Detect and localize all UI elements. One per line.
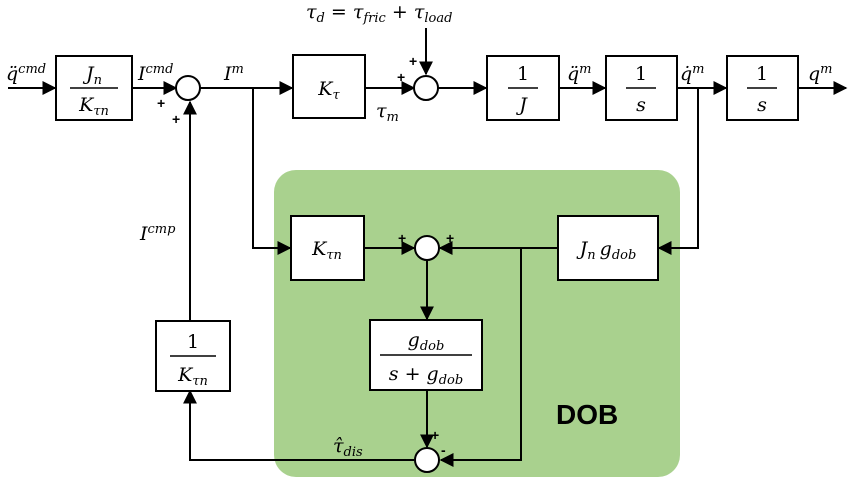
svg-text:Jn: Jn: [82, 63, 102, 88]
summing-junction-dob-output: [414, 447, 440, 473]
summing-junction-dob-input: [414, 235, 440, 261]
sign: +: [397, 69, 405, 85]
sign: -: [441, 442, 446, 458]
label-qdd-cmd: q̈cmd: [6, 62, 46, 85]
svg-text:1: 1: [517, 63, 529, 85]
sign: +: [172, 111, 180, 127]
label-tau-d: τd = τfric + τload: [306, 1, 452, 26]
svg-text:Kτ: Kτ: [317, 78, 340, 103]
label-i-cmp: Icmp: [139, 222, 176, 245]
sign: +: [446, 230, 454, 246]
sign: +: [157, 95, 165, 111]
svg-text:J: J: [515, 94, 528, 116]
label-i-m: Im: [223, 62, 244, 85]
label-qdd-m: q̈m: [567, 62, 592, 85]
svg-text:gdob: gdob: [408, 329, 445, 354]
block-inverse-nominal-torque-constant: 1 Kτn: [155, 320, 231, 392]
label-qd-m: q̇m: [680, 62, 705, 85]
svg-text:1: 1: [187, 331, 199, 353]
svg-text:s: s: [636, 94, 646, 116]
summing-junction-torque: [413, 75, 439, 101]
block-integrator-1: 1 s: [605, 55, 678, 121]
label-tau-m: τm: [376, 100, 399, 125]
summing-junction-current: [175, 75, 201, 101]
sign: +: [409, 53, 417, 69]
block-nominal-torque-constant: Kτn: [290, 215, 365, 281]
svg-text:1: 1: [635, 63, 647, 85]
label-q-m: qm: [808, 62, 833, 85]
svg-text:s + gdob: s + gdob: [389, 363, 463, 388]
block-inverse-model: Jn Kτn: [55, 55, 133, 121]
signal-wires: [8, 28, 848, 467]
sign: +: [398, 230, 406, 246]
svg-text:1: 1: [756, 63, 768, 85]
dob-label: DOB: [556, 399, 618, 430]
label-i-cmd: Icmd: [137, 62, 173, 85]
block-torque-constant: Kτ: [292, 54, 366, 119]
block-integrator-2: 1 s: [726, 55, 799, 121]
svg-text:Kτn: Kτn: [177, 364, 208, 389]
block-inverse-inertia: 1 J: [486, 55, 560, 121]
sign: +: [431, 427, 439, 443]
svg-text:Kτn: Kτn: [78, 94, 109, 119]
svg-text:s: s: [757, 94, 767, 116]
block-lowpass-filter: gdob s + gdob: [369, 319, 483, 391]
label-tau-dis: τ̂dis: [333, 435, 363, 460]
svg-text:Kτn: Kτn: [311, 238, 342, 263]
